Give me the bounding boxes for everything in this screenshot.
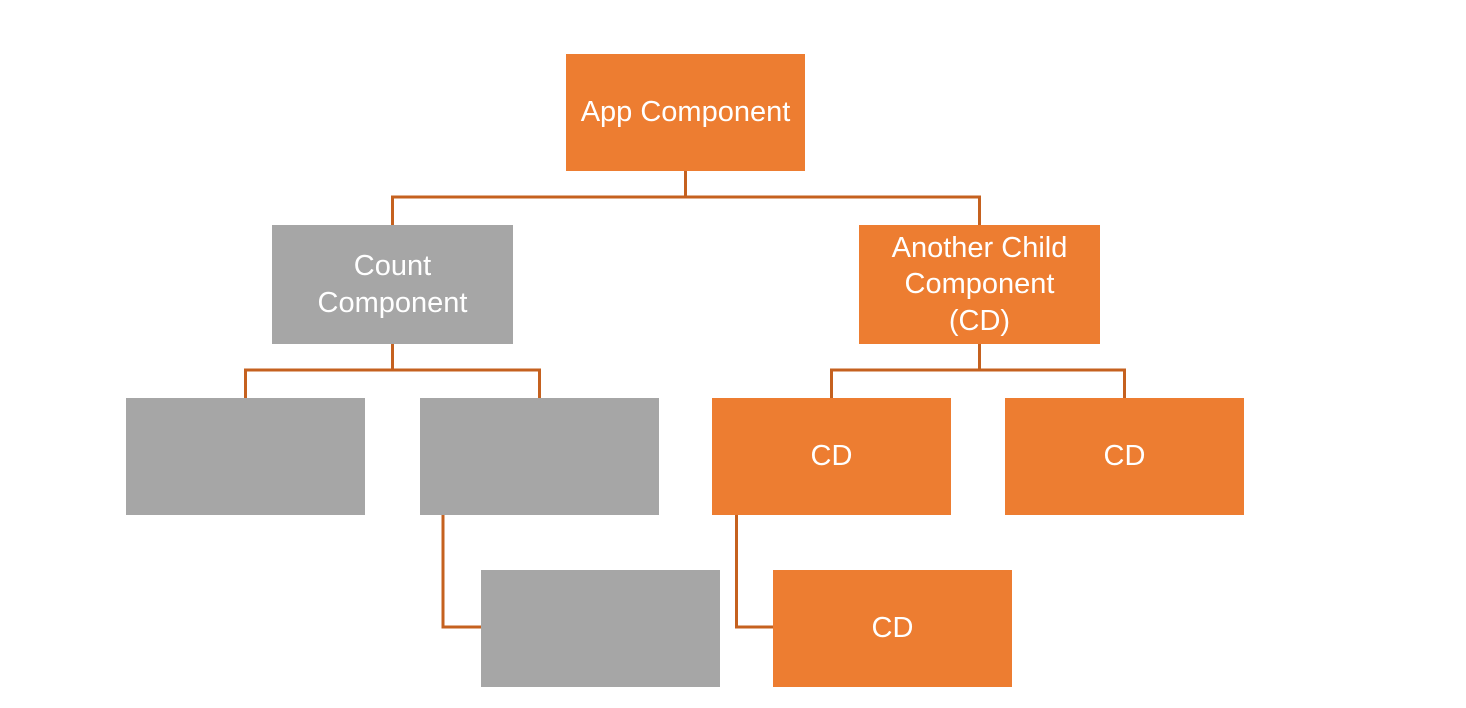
node-count-grandchild bbox=[481, 570, 720, 687]
node-app-component: App Component bbox=[566, 54, 805, 171]
node-label: Another Child Component (CD) bbox=[891, 232, 1068, 337]
node-count-component: Count Component bbox=[272, 225, 513, 344]
connector-cd-c1-to-grandchild bbox=[735, 515, 773, 629]
node-label: CD bbox=[1103, 440, 1146, 473]
node-cd-child-1: CD bbox=[712, 398, 951, 515]
connector-count-c2-to-grandchild bbox=[441, 515, 481, 629]
node-label: App Component bbox=[580, 96, 791, 129]
node-cd-child-2: CD bbox=[1005, 398, 1244, 515]
connector-app-to-children bbox=[391, 171, 981, 225]
node-label: Count Component bbox=[317, 250, 468, 319]
node-another-child-component: Another Child Component (CD) bbox=[859, 225, 1100, 344]
node-count-child-2 bbox=[420, 398, 659, 515]
node-label: CD bbox=[871, 612, 914, 645]
node-count-child-1 bbox=[126, 398, 365, 515]
node-cd-grandchild: CD bbox=[773, 570, 1012, 687]
node-label: CD bbox=[810, 440, 853, 473]
connector-count-to-children bbox=[244, 344, 541, 398]
connector-another-to-children bbox=[830, 344, 1126, 398]
